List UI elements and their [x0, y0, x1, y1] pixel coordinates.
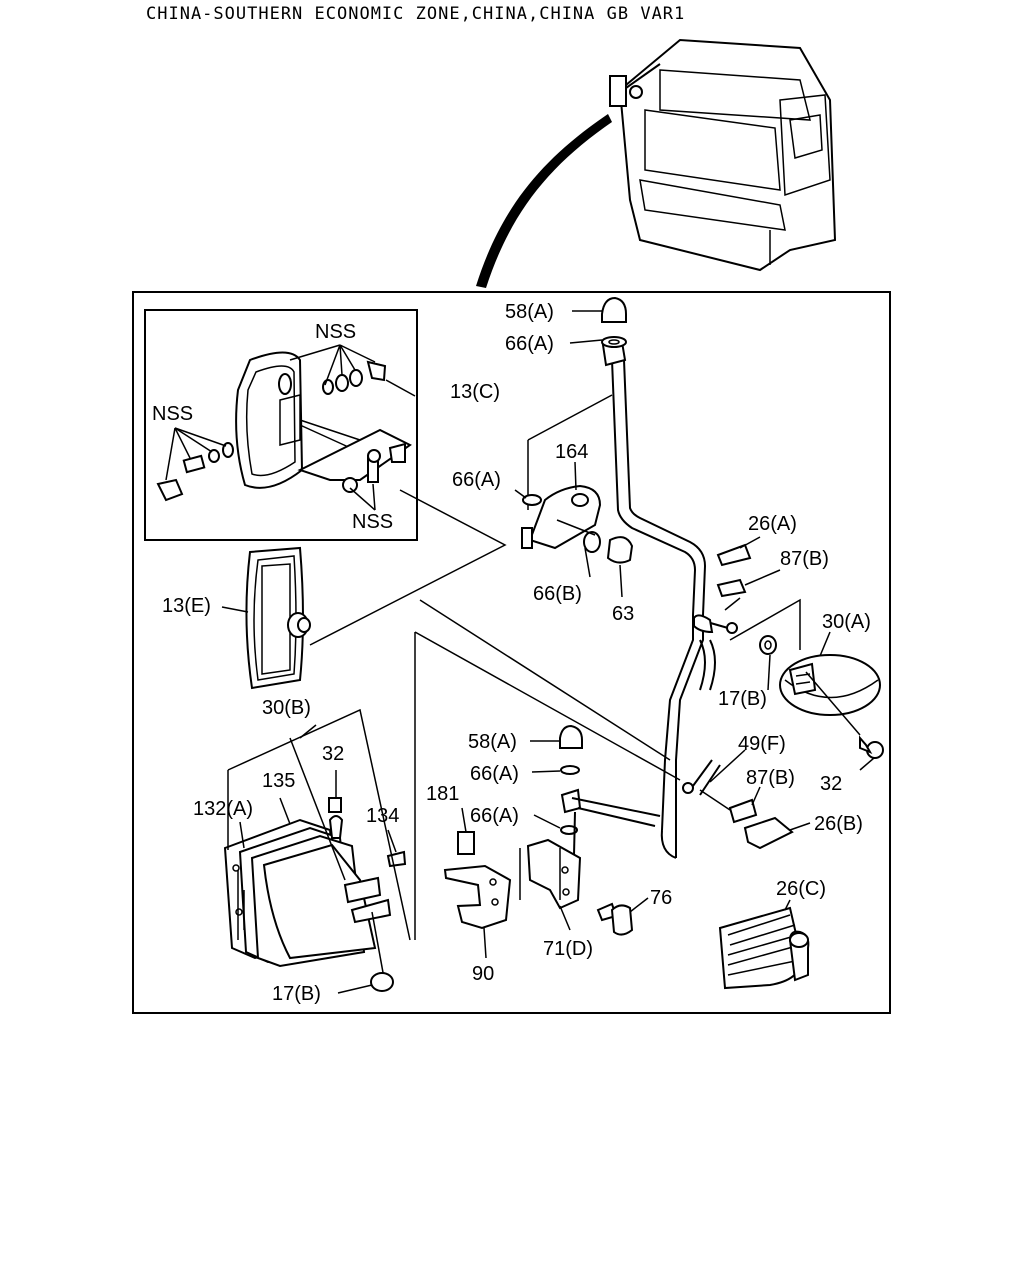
bracket-164-group	[521, 484, 634, 564]
callout-164: 164	[555, 441, 588, 463]
callout-32-right: 32	[820, 773, 842, 795]
top-hardware	[601, 296, 627, 348]
callout-87b-low: 87(B)	[746, 767, 795, 789]
mirror-13e	[245, 546, 311, 690]
callout-30b: 30(B)	[262, 697, 311, 719]
callout-labels: NSS NSS NSS 13(C) 13(E) 58(A) 66(A) 66(A…	[152, 301, 871, 1005]
callout-58a-low: 58(A)	[468, 731, 517, 753]
callout-66a-low1: 66(A)	[470, 763, 519, 785]
callout-58a-top: 58(A)	[505, 301, 554, 323]
callout-32-left: 32	[322, 743, 344, 765]
callout-71d: 71(D)	[543, 938, 593, 960]
mirror-stay-pipe	[601, 340, 729, 859]
callout-26c: 26(C)	[776, 878, 826, 900]
callout-132a: 132(A)	[193, 798, 253, 820]
callout-63: 63	[612, 603, 634, 625]
inset-box	[144, 309, 418, 541]
callout-17b-right: 17(B)	[718, 688, 767, 710]
callout-13c: 13(C)	[450, 381, 500, 403]
callout-26a: 26(A)	[748, 513, 797, 535]
callout-66a-mid: 66(A)	[452, 469, 501, 491]
callout-17b-left: 17(B)	[272, 983, 321, 1005]
callout-135: 135	[262, 770, 295, 792]
inset-mirror-assembly	[156, 344, 412, 511]
callout-90: 90	[472, 963, 494, 985]
callout-49f: 49(F)	[738, 733, 786, 755]
callout-26b: 26(B)	[814, 813, 863, 835]
callout-87b-top: 87(B)	[780, 548, 829, 570]
truck-cab-illustration	[476, 38, 837, 288]
assembly-connectors	[309, 394, 681, 940]
leader-lines	[221, 310, 875, 994]
callout-13e: 13(E)	[162, 595, 211, 617]
callout-nss-2: NSS	[152, 403, 193, 425]
callout-66a-low2: 66(A)	[470, 805, 519, 827]
callout-30a: 30(A)	[822, 611, 871, 633]
callout-76: 76	[650, 887, 672, 909]
callout-66b: 66(B)	[533, 583, 582, 605]
callout-66a-top: 66(A)	[505, 333, 554, 355]
lower-right-hardware	[699, 789, 810, 990]
lamp-assembly	[223, 708, 411, 992]
diagram-header: CHINA-SOUTHERN ECONOMIC ZONE,CHINA,CHINA…	[146, 4, 686, 24]
callout-181: 181	[426, 783, 459, 805]
callout-nss-3: NSS	[352, 511, 393, 533]
lower-bracket-group	[443, 724, 661, 936]
callout-nss-1: NSS	[315, 321, 356, 343]
callout-134: 134	[366, 805, 399, 827]
main-frame	[132, 291, 891, 1014]
right-hardware-group	[716, 543, 884, 759]
